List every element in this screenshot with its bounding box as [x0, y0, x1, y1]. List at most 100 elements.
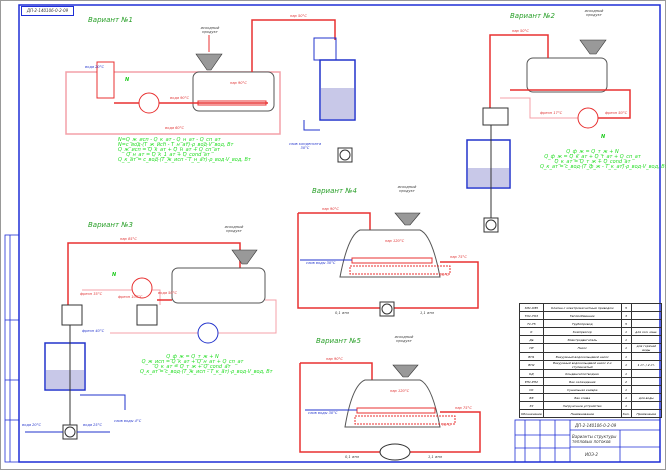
spec-cell: 1 [620, 335, 632, 344]
formula: Q_н_ат = Q_к_1_ат + Q_cond_ат [126, 152, 210, 158]
spec-cell: КД [519, 369, 544, 378]
compressor-icon [577, 107, 599, 129]
spec-cell: Обозначение [519, 409, 544, 418]
formula: Q_к_ат = Q_т_ж + Q_cond_ат [154, 364, 231, 370]
variant-5-scheme [299, 362, 481, 461]
spec-cell: ЗУ [519, 401, 544, 410]
water-out-label: вода 25°C [83, 423, 103, 427]
formula: N=Q_ж_исп - Q_к_ат - Q_н_ат - Q_сп_ат [118, 137, 221, 143]
spec-cell [630, 385, 663, 394]
spec-cell: 5 [620, 303, 632, 312]
spec-cell: для горячей воды [630, 343, 663, 353]
steam-out-label: пар 75°C [455, 406, 472, 410]
formula: Q_ж_исп = Q_к_ат + Q_н_ат + Q_сп_ат [141, 359, 244, 365]
variant-4-title: Вариант №4 [312, 187, 357, 195]
raw-product-label: исходный продукт [394, 335, 414, 343]
spec-cell: 1 [620, 343, 632, 353]
formula: Q_к_ат = Q_т_ж + Q_cond_ат [554, 159, 631, 165]
spec-cell: Вакуумный водокольцевой насос 2-х ступен… [542, 360, 622, 370]
spec-cell: 1 ст. / 2 ст. [630, 360, 663, 370]
spec-cell [630, 335, 663, 344]
steam-label: пар 50°C [512, 29, 529, 33]
water-in-label: вода 20°C [85, 65, 105, 69]
formula: Q_ф_ж = Q_т_ж + N [566, 149, 619, 155]
spec-cell: КЭ1-КЭ5 [519, 303, 544, 312]
spec-cell: БЭ [519, 393, 544, 402]
freon-label: фреон 35°C [80, 292, 103, 296]
spec-cell: 5 [620, 319, 632, 328]
water-return-label: вода 60°C [165, 126, 185, 130]
separator-icon [379, 443, 411, 461]
variant-1-title: Вариант №1 [88, 16, 133, 24]
power-arrow-label: N [125, 77, 130, 83]
spec-cell: для хол. маш. [630, 327, 663, 336]
freon-hot-label: фреон 105°C [118, 295, 143, 299]
spec-cell: ВН1 [519, 352, 544, 361]
temperature-label: 70°C [442, 423, 451, 427]
variant-2-title: Вариант №2 [510, 12, 555, 20]
spec-cell: Теплообменник [542, 311, 622, 320]
spec-cell: 1 [620, 369, 632, 378]
freon-label: фреон 17°C [540, 111, 563, 115]
formula: N=c_вод·(T_ж_исп - T_н_ат)·ρ_вод·V_вод, … [118, 142, 234, 148]
spec-cell [630, 352, 663, 361]
spec-cell: ТО1-ТО3 [519, 311, 544, 320]
title-block [514, 419, 661, 463]
water-label: вода 90°C [170, 96, 190, 100]
variant-3-title: Вариант №3 [88, 221, 133, 229]
document-stamp: ДП-2-140106-0-2-09 [21, 6, 74, 16]
drain-label: слив воды 4°C [114, 419, 142, 423]
steam-chamber-label: пар 120°C [390, 389, 410, 393]
formula: Q_к_ат = c_вод·(T_ж_исп - T_к_ат)·ρ_вод·… [140, 369, 273, 375]
spec-cell: НР [519, 343, 544, 353]
steam-chamber-label: пар 120°C [385, 239, 405, 243]
spec-cell: Бак охлаждения [542, 377, 622, 386]
variant-3-scheme [25, 242, 277, 440]
spec-cell: Вакуумный водокольцевой насос [542, 352, 622, 361]
spec-cell: Насос [542, 343, 622, 353]
spec-cell: Клапан с электромагнитным приводом [542, 303, 622, 312]
freon-return-label: фреон 40°C [82, 329, 105, 333]
compressor-icon [131, 277, 153, 299]
spec-cell: К [519, 327, 544, 336]
spec-cell: ЕН1-ЕН2 [519, 377, 544, 386]
spec-cell [630, 377, 663, 386]
raw-product-label: исходный продукт [397, 185, 417, 193]
spec-cell: 1 [620, 352, 632, 361]
formula: Q_ж_исп = Q_к_ат + Q_н_ат + Q_сп_ат [118, 147, 220, 153]
spec-cell: 1 [620, 393, 632, 402]
spec-cell: 1 [620, 385, 632, 394]
drawing-frame [18, 4, 661, 463]
formula: Q_к_ат = c_вод·(T_ж_исп - T_н_ат)·ρ_вод·… [118, 157, 251, 163]
spec-cell: 3 [620, 311, 632, 320]
spec-cell: Сушильная камера [542, 385, 622, 394]
left-title-strip [4, 234, 20, 463]
pressure-label: 0,1 атм [335, 311, 349, 315]
variant-1-formulas: N=Q_ж_исп - Q_к_ат - Q_н_ат - Q_сп_ат N=… [118, 137, 251, 163]
drain-label: слив воды 30°C [306, 261, 336, 265]
drain-label: слив воды 30°C [308, 411, 338, 415]
raw-product-label: исходный продукт [584, 9, 604, 17]
spec-cell: 1 [620, 360, 632, 370]
pressure-label: 1,1 атм [420, 311, 434, 315]
steam-label: пар 90°C [322, 207, 339, 211]
formula: Q_ф_ж = Q_т_ж + N [166, 354, 219, 360]
spec-cell: Загрузочное устройство [542, 401, 622, 410]
variant-3-formulas: Q_ф_ж = Q_т_ж + N Q_ж_исп = Q_к_ат + Q_н… [140, 354, 273, 375]
steam-label: пар 90°C [230, 81, 247, 85]
spec-cell: Наименование [542, 409, 622, 418]
temperature-label: 70°C [440, 273, 449, 277]
spec-cell: Трубопровод [542, 319, 622, 328]
variant-2-formulas: Q_ф_ж = Q_т_ж + N Q_ф_ж = Q_к_ат + Q_т_а… [540, 149, 666, 170]
drawing-name: Варианты структуры тепловых потоков [572, 434, 617, 444]
